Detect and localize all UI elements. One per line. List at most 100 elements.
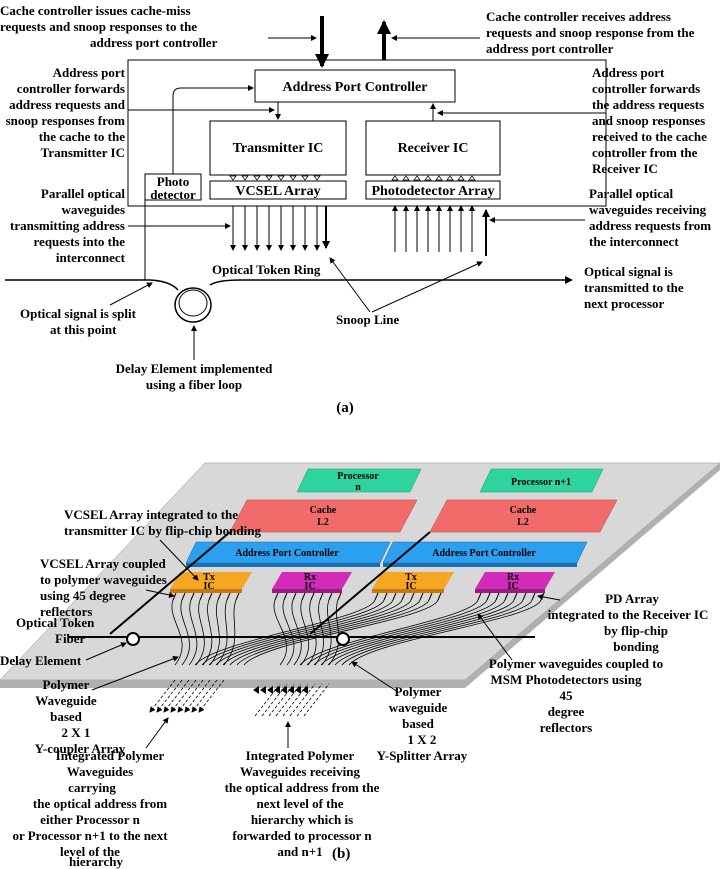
svg-text:the interconnect: the interconnect	[589, 234, 679, 249]
splitter-input-arrowhead	[281, 686, 287, 694]
integrated-carrying-pointer	[145, 717, 169, 749]
label-vcsel-integrated: VCSEL Array integrated to the transmitte…	[64, 507, 261, 538]
svg-text:Tx: Tx	[405, 572, 417, 583]
cache-l2-right-box: Cache L2	[429, 499, 618, 533]
vcsel-emitter	[301, 175, 309, 181]
rx-ic-left: Rx IC	[272, 572, 352, 593]
ic-pin	[437, 592, 442, 601]
svg-text:Polymer waveguides coupled to: Polymer waveguides coupled to	[489, 656, 663, 671]
ic-pin	[181, 592, 186, 601]
svg-text:at this point: at this point	[50, 322, 117, 337]
svg-text:Transmitter IC: Transmitter IC	[41, 145, 125, 160]
label-apc-forwards-right: Address port controller forwards the add…	[592, 65, 707, 176]
svg-text:Polymer: Polymer	[43, 677, 90, 692]
fiber-loop-delay-element	[174, 287, 212, 323]
label-optical-token-ring: Optical Token Ring	[212, 262, 321, 277]
ic-pin	[522, 592, 527, 601]
svg-text:carrying: carrying	[68, 780, 116, 795]
coupler-output-arrows	[149, 679, 225, 713]
pd-to-apc-line	[172, 85, 254, 174]
svg-text:VCSEL Array integrated to the: VCSEL Array integrated to the	[64, 507, 238, 522]
ic-pin	[401, 592, 406, 601]
label-y-coupler: Polymer Waveguide based 2 X 1 Y-coupler …	[35, 677, 126, 756]
ic-pin	[226, 592, 231, 601]
pd-array-pointer	[537, 593, 561, 601]
photodetector-element	[424, 175, 432, 181]
svg-text:next level of the: next level of the	[256, 796, 343, 811]
waveguide-line	[327, 599, 515, 666]
receiver-ic-box	[365, 120, 501, 176]
splitter-input-line	[261, 683, 288, 717]
svg-text:hierarchy which is: hierarchy which is	[251, 812, 353, 827]
svg-text:45: 45	[560, 688, 574, 703]
vcsel-emitter	[313, 175, 321, 181]
svg-text:snoop responses from: snoop responses from	[6, 113, 126, 128]
svg-text:Optical signal is split: Optical signal is split	[20, 306, 137, 321]
y-coupler-pointer	[91, 655, 179, 691]
part-a: Address Port Controller Transmitter IC R…	[0, 3, 711, 416]
svg-text:next processor: next processor	[584, 296, 665, 311]
hierarchy-line-right	[309, 531, 431, 635]
svg-text:by flip-chip: by flip-chip	[604, 623, 668, 638]
svg-text:hierarchy: hierarchy	[69, 854, 123, 869]
svg-text:Integrated Polymer: Integrated Polymer	[246, 748, 355, 763]
ic-pin	[310, 592, 315, 601]
waveguide-line	[188, 599, 198, 666]
svg-text:Address Port Controller: Address Port Controller	[432, 548, 536, 559]
splitter-input-line	[254, 683, 281, 717]
label-apc-forwards-left: Address port controller forwards address…	[6, 65, 126, 160]
splitter-input-arrowhead	[267, 686, 273, 694]
label-cache-issues: Cache controller issues cache-miss reque…	[0, 3, 218, 50]
apc-left-box: Address Port Controller	[185, 541, 391, 567]
coupler-output-arrow	[163, 679, 190, 713]
label-integrated-carrying: Integrated Polymer Waveguides carrying t…	[12, 748, 168, 869]
ic-pin	[199, 592, 204, 601]
photodetector-element	[446, 175, 454, 181]
waveguide-line	[306, 599, 488, 666]
svg-text:reflectors: reflectors	[40, 604, 92, 619]
label-delay-element-b: Delay Element	[0, 653, 82, 668]
svg-text:using 45 degree: using 45 degree	[40, 588, 126, 603]
ic-pin	[495, 592, 500, 601]
photodetector-element	[457, 175, 465, 181]
svg-text:transmitter IC by flip-chip bo: transmitter IC by flip-chip bonding	[64, 523, 261, 538]
svg-text:waveguides receiving: waveguides receiving	[589, 202, 707, 217]
ic-pin	[374, 592, 379, 601]
ic-pin	[477, 592, 482, 601]
svg-text:MSM Photodetectors using: MSM Photodetectors using	[491, 672, 642, 687]
photodetector-element	[402, 175, 410, 181]
vcsel-array-box	[209, 180, 347, 200]
ic-pin	[283, 592, 288, 601]
photodetector-element	[413, 175, 421, 181]
svg-text:Address port: Address port	[53, 65, 126, 80]
vcsel-emitter	[277, 175, 285, 181]
svg-text:Parallel optical: Parallel optical	[589, 186, 674, 201]
photodetector-element	[391, 175, 399, 181]
waveguide-line	[194, 599, 376, 666]
polymer-msm-pointer	[477, 613, 513, 661]
pd-input-arrows	[392, 205, 475, 252]
waveguide-line	[201, 599, 385, 666]
svg-text:level of the: level of the	[60, 844, 120, 859]
waveguide-line	[180, 599, 190, 666]
board-side-right	[465, 463, 720, 688]
vcsel-emitter	[265, 175, 273, 181]
vcsel-emitter	[229, 175, 237, 181]
svg-text:Cache controller issues cache-: Cache controller issues cache-miss	[0, 3, 191, 18]
photo-detector-box	[144, 173, 202, 201]
waveguide-line	[222, 599, 412, 666]
label-optical-split: Optical signal is split at this point	[20, 306, 137, 337]
waveguide-line	[334, 599, 524, 666]
cache-l2-left-box: Cache L2	[229, 499, 418, 533]
svg-text:Integrated Polymer: Integrated Polymer	[56, 748, 165, 763]
svg-text:IC: IC	[304, 581, 315, 592]
ic-pin	[217, 592, 222, 601]
ic-pin	[428, 592, 433, 601]
vcsel-coupled-pointer	[145, 589, 175, 598]
polymer-waveguides	[171, 592, 545, 666]
svg-text:the optical address from the: the optical address from the	[225, 780, 380, 795]
ic-pin	[190, 592, 195, 601]
waveguide-line	[236, 599, 430, 666]
svg-text:address port controller: address port controller	[90, 35, 218, 50]
svg-text:n: n	[355, 482, 361, 493]
